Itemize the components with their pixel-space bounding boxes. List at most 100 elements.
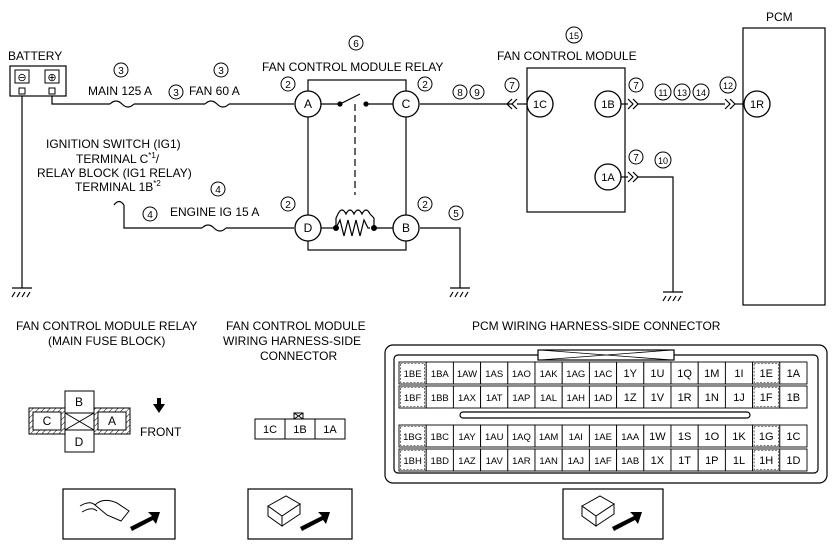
- pcm-pin-label: 1J: [733, 392, 745, 404]
- callout-3-fan: [213, 62, 229, 78]
- connector-chevron-1b: [627, 98, 639, 110]
- pcm-pin-label: 1M: [704, 368, 719, 380]
- thumbnail-pcm: [562, 488, 664, 540]
- battery-neg-terminal: [14, 69, 30, 84]
- callout-4-lower: [142, 206, 158, 222]
- callout-7-1b-text: 7: [633, 81, 639, 92]
- pcm-pin-cell-marker: [400, 363, 426, 383]
- pcm-pin-cell: [779, 424, 808, 448]
- wire-ignition: [123, 205, 202, 229]
- pcm-title: PCM: [766, 10, 793, 24]
- callout-14-text: 14: [696, 88, 706, 98]
- terminal-relay-c: [392, 90, 420, 118]
- relay-conn-c: C: [43, 414, 52, 428]
- terminal-relay-b: [392, 214, 420, 242]
- ground-symbol-relay: [449, 287, 470, 298]
- callout-15-text: 15: [569, 31, 579, 41]
- ground-symbol-module: [662, 291, 683, 302]
- pcm-pin-label: 1I: [734, 368, 743, 380]
- pcm-pin-label: 1AW: [457, 369, 477, 380]
- callout-2-a: [280, 76, 296, 92]
- callout-2-b-text: 2: [422, 200, 428, 211]
- pcm-pin-label: 1AV: [486, 456, 504, 467]
- callout-2-c-text: 2: [422, 80, 428, 91]
- engine-fuse-label: ENGINE IG 15 A: [170, 205, 259, 219]
- pcm-pin-label: 1AD: [594, 393, 613, 404]
- terminal-module-1b: [594, 90, 622, 118]
- front-label: FRONT: [140, 425, 182, 439]
- pcm-pin-label: 1S: [678, 431, 691, 443]
- callout-13: [673, 83, 691, 101]
- battery-neg-sign: ⊖: [17, 72, 26, 84]
- callout-7-1a-text: 7: [633, 153, 639, 164]
- relay-title: FAN CONTROL MODULE RELAY: [262, 60, 443, 74]
- front-arrow-icon: [153, 398, 165, 413]
- pcm-pin-label: 1AH: [567, 393, 586, 404]
- pcm-conn-title: PCM WIRING HARNESS-SIDE CONNECTOR: [472, 319, 721, 333]
- callout-6: [348, 35, 364, 51]
- pcm-pin-cell-marker: [400, 387, 426, 407]
- module-title: FAN CONTROL MODULE: [497, 49, 637, 63]
- ignition-line4: TERMINAL 1B*2: [75, 179, 161, 194]
- pcm-pin-label: 1AK: [540, 369, 559, 380]
- battery-symbol: [9, 65, 67, 97]
- terminal-relay-b-label: B: [402, 221, 410, 235]
- module-conn-pin-1b: 1B: [293, 424, 306, 436]
- callout-9-text: 9: [474, 88, 480, 99]
- terminal-pcm-1r-label: 1R: [750, 99, 764, 111]
- ignition-wave: [113, 200, 125, 206]
- callout-3-between: [168, 84, 184, 100]
- pcm-pin-label: 1AF: [594, 456, 612, 467]
- pcm-pin-label: 1V: [651, 392, 665, 404]
- battery-pos-sign: ⊕: [47, 72, 56, 84]
- pcm-pin-cell-marker: [753, 450, 779, 470]
- module-conn-pin-1c: 1C: [263, 424, 277, 436]
- pcm-pin-label: 1AZ: [458, 456, 476, 467]
- pcm-pin-label: 1BA: [431, 369, 450, 380]
- pcm-pin-label: 1X: [651, 455, 665, 467]
- pcm-pin-label: 1C: [786, 431, 800, 443]
- pcm-pin-label: 1Q: [677, 368, 692, 380]
- callout-8-text: 8: [457, 88, 463, 99]
- callout-2-d: [280, 196, 296, 212]
- battery-label: BATTERY: [8, 49, 62, 63]
- pcm-pin-label: 1AX: [458, 393, 477, 404]
- callout-4-lower-text: 4: [147, 210, 153, 221]
- callout-10: [654, 151, 672, 169]
- pcm-pin-label: 1B: [787, 392, 800, 404]
- terminal-relay-d: [294, 214, 322, 242]
- pcm-pin-label: 1AJ: [568, 456, 585, 467]
- callout-7-1c: [504, 77, 520, 93]
- terminal-pcm-1r: [743, 90, 771, 118]
- pcm-pin-label: 1O: [704, 431, 719, 443]
- callout-11: [654, 83, 672, 101]
- callout-2-c: [417, 76, 433, 92]
- callout-7-1c-text: 7: [509, 81, 515, 92]
- terminal-module-1b-label: 1B: [601, 99, 614, 111]
- pcm-pin-label: 1G: [759, 431, 774, 443]
- callout-6-text: 6: [353, 39, 359, 50]
- callout-4-upper-text: 4: [215, 185, 221, 196]
- pcm-pin-label: 1E: [759, 368, 772, 380]
- battery-post-left: [18, 87, 26, 95]
- module-conn-title2: WIRING HARNESS-SIDE: [223, 334, 361, 348]
- thumbnail-module: [247, 488, 353, 540]
- pcm-pin-label: 1H: [759, 455, 773, 467]
- pcm-pin-label: 1AA: [621, 432, 640, 443]
- relay-conn-title1: FAN CONTROL MODULE RELAY: [16, 319, 197, 333]
- terminal-module-1c-label: 1C: [533, 99, 547, 111]
- relay-switch: [320, 93, 394, 237]
- ground-symbol-battery: [11, 287, 32, 298]
- pcm-pin-cell-marker: [753, 387, 779, 407]
- thumbnail-relay: [62, 488, 176, 540]
- pcm-pin-label: 1A: [787, 368, 801, 380]
- engine-fuse-symbol: [201, 224, 227, 232]
- callout-3-main-text: 3: [118, 66, 124, 77]
- pcm-pin-label: 1BE: [404, 369, 422, 380]
- main-fuse-symbol: [109, 100, 135, 108]
- callout-3-fan-text: 3: [218, 66, 224, 77]
- pcm-pin-label: 1F: [760, 392, 773, 404]
- relay-conn-d: D: [75, 435, 84, 449]
- relay-conn-b: B: [75, 395, 83, 409]
